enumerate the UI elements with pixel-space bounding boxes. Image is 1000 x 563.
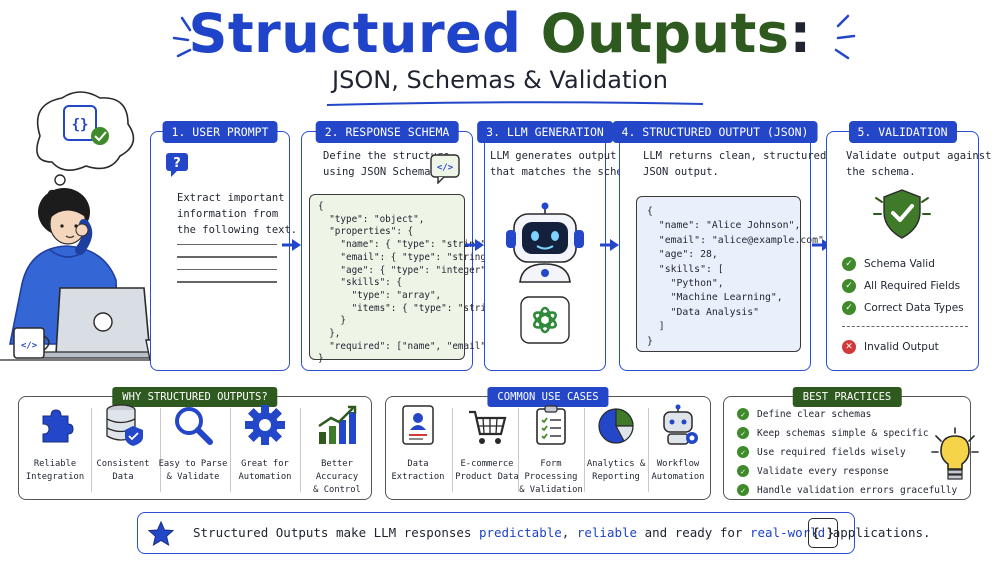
check-circle-icon: ✓ (842, 257, 856, 271)
database-icon (106, 404, 143, 446)
step-description: Validate output against the schema. (846, 150, 992, 178)
validation-invalid-item: ✕ Invalid Output (842, 340, 939, 354)
step-label: 2. RESPONSE SCHEMA (315, 121, 459, 143)
check-circle-icon: ✓ (842, 279, 856, 293)
shield-check-icon (873, 189, 931, 239)
left-burst-icon (172, 16, 192, 58)
right-burst-icon (834, 14, 856, 60)
svg-text:{}: {} (72, 117, 89, 133)
text-placeholder-lines (177, 244, 277, 294)
magnifier-icon (175, 407, 213, 445)
person-illustration: {} </> (0, 91, 172, 361)
title-colon: : (789, 2, 812, 65)
panel-label: COMMON USE CASES (487, 387, 609, 407)
step-validation: 5. VALIDATION (826, 121, 979, 371)
validation-check-item: ✓ All Required Fields (842, 279, 960, 293)
star-icon (148, 521, 174, 547)
title-part1: Structured (188, 2, 522, 65)
best-practice-item: ✓Validate every response (737, 465, 889, 477)
puzzle-icon (42, 409, 74, 443)
svg-text:</>: </> (437, 163, 454, 173)
use-case-item: Data Extraction (383, 400, 453, 484)
panel-label: BEST PRACTICES (792, 387, 902, 407)
check-circle-icon: ✓ (737, 465, 749, 477)
braces-icon: { } (808, 518, 838, 548)
svg-text:</>: </> (21, 341, 38, 351)
check-circle-icon: ✓ (737, 408, 749, 420)
check-circle-icon: ✓ (737, 446, 749, 458)
openai-logo-icon (520, 296, 570, 344)
id-card-icon (402, 405, 434, 445)
validation-check-item: ✓ Correct Data Types (842, 301, 964, 315)
use-case-item: Form Processing& Validation (516, 400, 586, 497)
footer-banner: Structured Outputs make LLM responses pr… (137, 512, 931, 554)
step-description: LLM generates output that matches the sc… (490, 150, 642, 178)
step-label: 5. VALIDATION (848, 121, 957, 143)
step-description: Extract important information from the f… (177, 192, 298, 236)
footer-message: Structured Outputs make LLM responses pr… (193, 525, 931, 540)
best-practice-item: ✓Keep schemas simple & specific (737, 427, 929, 439)
best-practice-item: ✓Handle validation errors gracefully (737, 484, 957, 496)
step-label: 4. STRUCTURED OUTPUT (JSON) (612, 121, 818, 143)
code-bubble-icon: </> (430, 154, 460, 184)
lightbulb-icon (931, 427, 979, 480)
best-practice-item: ✓Use required fields wisely (737, 446, 906, 458)
step-label: 3. LLM GENERATION (477, 121, 613, 143)
best-practice-item: ✓Define clear schemas (737, 408, 871, 420)
mug-icon: </> (13, 327, 50, 359)
validation-check-item: ✓ Schema Valid (842, 257, 935, 271)
page-subtitle: JSON, Schemas & Validation (332, 66, 668, 94)
check-circle-icon: ✓ (842, 301, 856, 315)
check-circle-icon: ✓ (737, 484, 749, 496)
schema-code-block: { "type": "object", "properties": { "nam… (309, 194, 514, 364)
gear-icon (245, 405, 285, 445)
bar-chart-icon (318, 405, 357, 444)
step-label: 1. USER PROMPT (162, 121, 278, 143)
title-part2: Outputs (540, 2, 790, 65)
pie-chart-icon (598, 408, 634, 444)
flow-arrow-icon (282, 239, 301, 251)
x-circle-icon: ✕ (842, 340, 856, 354)
bot-icon (663, 404, 698, 445)
flow-arrow-icon (600, 239, 619, 251)
why-item: Better Accuracy& Control (302, 400, 372, 497)
question-bubble-icon: ? (166, 153, 188, 177)
divider (842, 326, 968, 327)
thought-cloud: {} (36, 91, 135, 199)
json-output-block: { "name": "Alice Johnson", "email": "ali… (636, 196, 830, 352)
use-case-item: Analytics &Reporting (581, 400, 651, 484)
svg-text:?: ? (173, 156, 181, 171)
check-circle-icon: ✓ (737, 427, 749, 439)
step-description: Define the structure using JSON Schema. (323, 150, 450, 178)
why-item: Easy to Parse& Validate (158, 400, 228, 484)
robot-icon (506, 202, 584, 283)
best-practices-panel: BEST PRACTICES (723, 387, 971, 500)
subtitle-underline (326, 101, 704, 106)
cart-icon (469, 410, 507, 444)
page-title: Structured Outputs: (0, 2, 1000, 65)
step-description: LLM returns clean, structured JSON outpu… (643, 150, 827, 178)
panel-label: WHY STRUCTURED OUTPUTS? (112, 387, 278, 407)
flow-arrow-icon (465, 239, 484, 251)
clipboard-icon (536, 405, 566, 445)
step-user-prompt: 1. USER PROMPT (150, 121, 290, 371)
